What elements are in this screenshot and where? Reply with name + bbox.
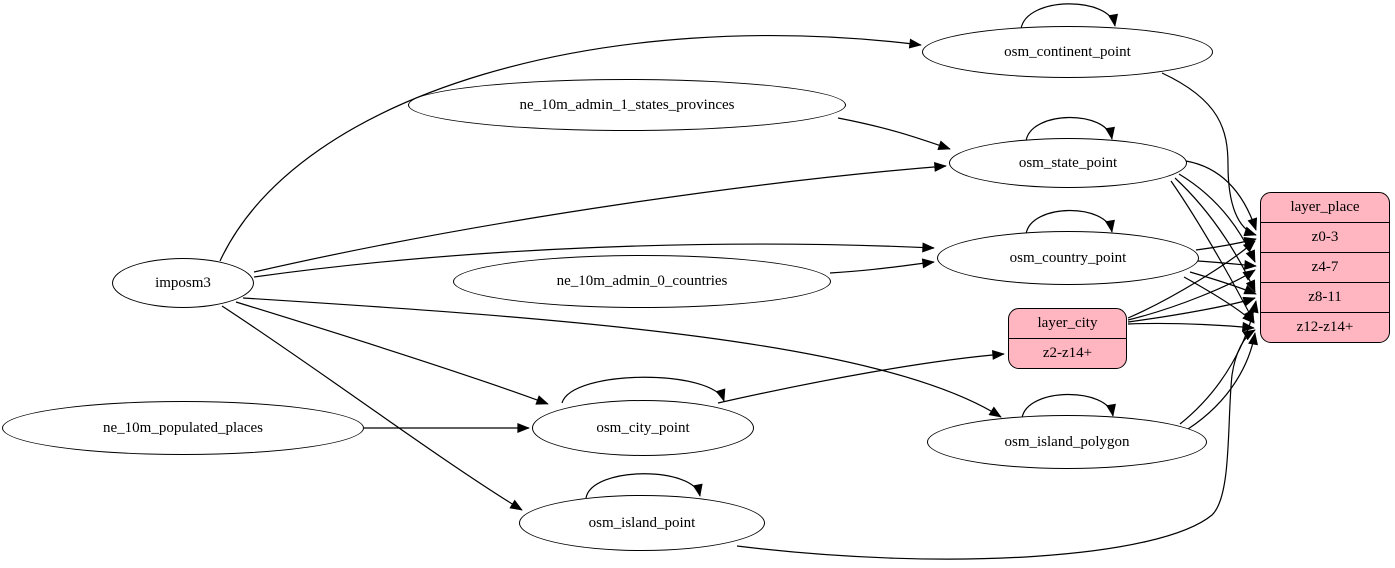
edge-imposm3-to-osm_island_polygon (242, 297, 1002, 418)
node-ne_10m_populated_places: ne_10m_populated_places (2, 401, 364, 455)
node-osm_country_point-label: osm_country_point (1009, 249, 1127, 266)
edge-layer_city-to-layer_place-z0-3 (1127, 240, 1256, 319)
node-ne_10m_admin_0_countries: ne_10m_admin_0_countries (453, 255, 831, 308)
layer_place-row-z4-7: z4-7 (1261, 252, 1389, 282)
node-imposm3: imposm3 (112, 258, 254, 308)
layer_place-title: layer_place (1290, 199, 1360, 215)
node-osm_continent_point: osm_continent_point (922, 26, 1213, 78)
edge-layer_city-to-layer_place-z8-11 (1127, 296, 1256, 323)
self-loop-osm_continent_point (1020, 3, 1118, 30)
edge-ne_10m_admin_0_countries-to-osm_country_point (829, 258, 935, 274)
self-loop-osm_state_point (1025, 116, 1115, 142)
edge-osm_state_point-to-layer_place-z4-7 (1178, 173, 1256, 263)
node-layer_city: layer_city z2-z14+ (1008, 308, 1127, 369)
layer_place-row-z8-11: z8-11 (1261, 282, 1389, 312)
node-osm_continent_point-label: osm_continent_point (1004, 43, 1131, 60)
edge-osm_island_polygon-to-layer_place-z12-z14 (1187, 332, 1258, 430)
edge-layer_city-to-layer_place-z12-z14 (1127, 321, 1255, 332)
edge-osm_state_point-to-layer_place-z8-11 (1174, 177, 1256, 293)
layer_place-row-z0-3: z0-3 (1261, 222, 1389, 252)
edge-layer_city-to-layer_place-z4-7 (1127, 269, 1256, 321)
edge-osm_country_point-to-layer_place-z0-3 (1195, 236, 1257, 251)
node-osm_island_point-label: osm_island_point (588, 514, 696, 531)
node-osm_city_point-label: osm_city_point (596, 419, 690, 436)
node-ne_10m_admin_1_states_provinces-label: ne_10m_admin_1_states_provinces (519, 96, 735, 113)
edge-osm_country_point-to-layer_place-z12-z14 (1183, 276, 1255, 324)
node-osm_island_point: osm_island_point (519, 495, 765, 551)
self-loop-osm_island_polygon (1021, 393, 1116, 419)
node-osm_state_point-label: osm_state_point (1018, 154, 1118, 171)
edge-imposm3-to-osm_continent_point (219, 35, 922, 262)
edge-osm_country_point-to-layer_place-z4-7 (1197, 260, 1257, 271)
edge-osm_country_point-to-layer_place-z8-11 (1189, 271, 1257, 295)
node-ne_10m_admin_0_countries-label: ne_10m_admin_0_countries (556, 273, 728, 289)
node-ne_10m_admin_1_states_provinces: ne_10m_admin_1_states_provinces (408, 79, 846, 131)
node-osm_country_point: osm_country_point (937, 231, 1199, 285)
edge-ne_10m_admin_1_states_provinces-to-osm_state_point (837, 117, 951, 150)
layer_city-title: layer_city (1037, 315, 1098, 331)
node-ne_10m_populated_places-label: ne_10m_populated_places (103, 419, 263, 436)
node-osm_island_polygon: osm_island_polygon (927, 415, 1207, 469)
node-imposm3-label: imposm3 (155, 274, 211, 291)
layer_city-row-z2-z14: z2-z14+ (1009, 338, 1126, 368)
node-layer_place: layer_place z0-3 z4-7 z8-11 z12-z14+ (1260, 192, 1390, 343)
node-osm_state_point: osm_state_point (949, 138, 1187, 188)
edge-osm_city_point-to-layer_city-z2-z14 (717, 349, 1005, 404)
self-loop-osm_city_point (561, 376, 726, 404)
edge-osm_state_point-to-layer_place-z12-z14 (1170, 180, 1255, 323)
layer_place-row-z12-z14: z12-z14+ (1261, 312, 1389, 342)
edge-osm_state_point-to-layer_place-z0-3 (1185, 160, 1258, 231)
node-osm_island_polygon-label: osm_island_polygon (1004, 433, 1130, 450)
self-loop-osm_island_point (585, 473, 703, 499)
edge-imposm3-to-osm_country_point (253, 242, 935, 278)
self-loop-osm_country_point (1025, 209, 1115, 235)
edge-imposm3-to-osm_state_point (253, 161, 947, 273)
edge-osm_continent_point-to-layer_place-z0-3 (1161, 72, 1257, 237)
edge-imposm3-to-osm_city_point (235, 301, 549, 405)
edge-osm_island_point-to-layer_place-z12-z14 (736, 329, 1256, 560)
edge-osm_island_polygon-to-layer_place-z8-11 (1179, 300, 1259, 425)
node-osm_city_point: osm_city_point (532, 400, 754, 456)
edge-imposm3-to-osm_island_point (221, 305, 523, 511)
